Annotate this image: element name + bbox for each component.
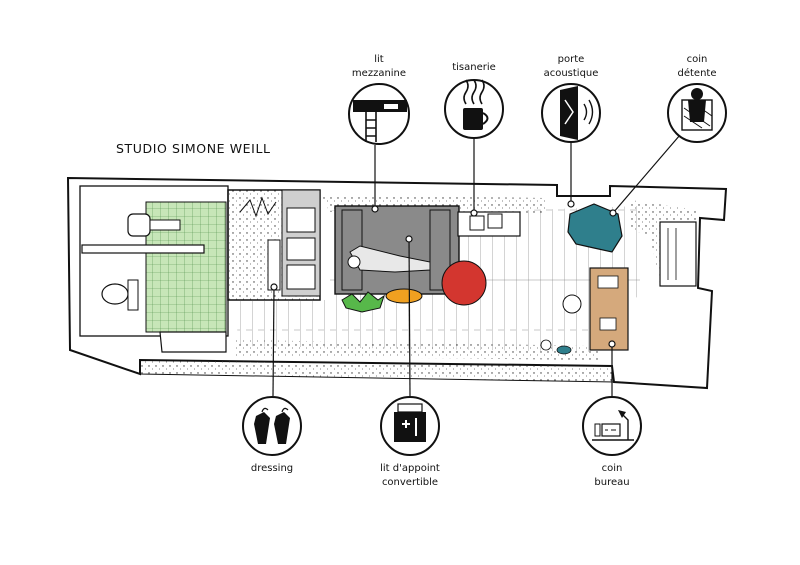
tisanerie-label: tisanerie: [452, 62, 496, 73]
porte-acoustique-callout: porte acoustique: [541, 54, 601, 143]
lit-mezzanine-callout: lit mezzanine: [348, 54, 410, 145]
clothes-hangers-icon: [242, 396, 302, 456]
coin-bureau-label-2: bureau: [594, 477, 629, 488]
mezzanine-bed-ladder-icon: [348, 83, 410, 145]
lit-mezzanine-label-1: lit: [374, 54, 384, 65]
floor-plan: [66, 176, 728, 390]
lit-mezzanine-label-2: mezzanine: [352, 68, 406, 79]
person-lying-sketch: [349, 245, 431, 273]
steaming-mug-icon: [444, 79, 504, 139]
coin-detente-label-2: détente: [678, 67, 717, 79]
coin-detente-label-1: coin: [687, 54, 708, 65]
lit-appoint-callout: lit d'appoint convertible: [380, 396, 440, 488]
plan-title: STUDIO SIMONE WEILL: [116, 141, 271, 156]
red-round-pouf: [441, 260, 487, 306]
lit-appoint-label-2: convertible: [382, 477, 438, 488]
sink: [101, 283, 129, 305]
coin-detente-callout: coin détente: [667, 54, 727, 143]
armchair: [567, 203, 623, 253]
orange-pouf: [385, 288, 423, 304]
coin-bureau-label-1: coin: [602, 463, 623, 474]
tisanerie-callout: tisanerie: [444, 62, 504, 139]
callout-lines: [270, 127, 687, 397]
porte-acoustique-label-1: porte: [558, 54, 585, 65]
convertible-bed-icon: [380, 396, 440, 456]
acoustic-door-icon: [541, 83, 601, 143]
plant: [341, 291, 385, 313]
lit-appoint-label-1: lit d'appoint: [380, 463, 440, 474]
porte-acoustique-label-2: acoustique: [544, 68, 599, 79]
desk-lamp-laptop-icon: [582, 396, 642, 456]
dressing-callout: dressing: [242, 396, 302, 474]
coin-bureau-callout: coin bureau: [582, 396, 642, 488]
toilet: [127, 213, 151, 237]
armchair-relax-icon: [667, 83, 727, 143]
dressing-label: dressing: [251, 463, 293, 474]
tisanerie-counter: [457, 211, 521, 237]
hangers-sketch: [239, 196, 277, 218]
desk-chair: [562, 294, 582, 314]
